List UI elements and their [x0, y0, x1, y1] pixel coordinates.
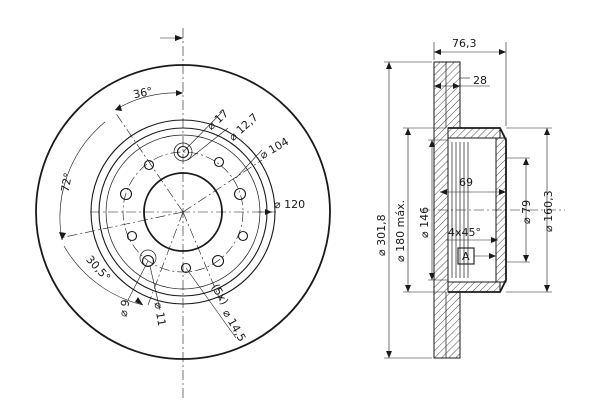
dia-104-label: ⌀ 104: [258, 135, 291, 162]
angle-72-label: 72°: [59, 172, 75, 193]
bolt-hole: [141, 254, 155, 268]
dia-9-label: ⌀ 9: [117, 299, 133, 318]
radial-center-line: [182, 211, 221, 301]
front-view: 36° 72° 30,5° ⌀ 17 ⌀ 12,7 ⌀ 104 ⌀ 120 ⌀ …: [35, 28, 331, 398]
bolt-hole: [119, 187, 133, 201]
radial-center-line: [147, 211, 184, 306]
radial-center-line: [59, 211, 184, 239]
angle-arc-30-5: [63, 245, 144, 306]
hat-top-wall: [447, 127, 501, 139]
small-hole: [180, 262, 192, 274]
dia-120-label: ⌀ 120: [274, 198, 305, 211]
holes-5x-label: (5x): [209, 282, 231, 308]
small-hole: [213, 156, 225, 168]
small-hole: [143, 159, 155, 171]
width-76-3-label: 76,3: [452, 37, 477, 50]
radial-center-line: [182, 159, 263, 213]
radial-center-line: [114, 111, 184, 213]
datum-label: A: [462, 250, 470, 263]
small-hole: [126, 230, 138, 242]
dia-12-7-label: ⌀ 12,7: [226, 111, 260, 144]
dia-79-label: ⌀ 79: [520, 200, 533, 224]
small-hole-ring: [139, 249, 157, 267]
dia-180-max-label: ⌀ 180 máx.: [394, 200, 407, 262]
hat-69-label: 69: [459, 176, 473, 189]
chamfer-label: 4x45°: [448, 226, 481, 239]
dia-11-label: ⌀ 11: [151, 301, 168, 327]
angle-36-label: 36°: [132, 85, 154, 102]
thickness-28-label: 28: [473, 74, 487, 87]
dia-146-label: ⌀ 146: [418, 207, 431, 238]
dia-301-8-label: ⌀ 301,8: [375, 214, 388, 256]
angle-arc-72: [59, 121, 106, 241]
dia-160-3-label: ⌀ 160,3: [542, 190, 555, 232]
bolt-hole: [211, 254, 225, 268]
side-view: 76,3 28 69 ⌀ 301,8 ⌀ 180 máx. ⌀ 146: [375, 37, 565, 359]
dia-14-5-label: ⌀ 14,5: [220, 307, 249, 343]
bolt-hole: [233, 187, 247, 201]
hat-bottom-wall: [447, 281, 501, 293]
bolt-holes: [119, 142, 249, 274]
small-hole: [237, 230, 249, 242]
angle-30-5-label: 30,5°: [83, 253, 113, 284]
